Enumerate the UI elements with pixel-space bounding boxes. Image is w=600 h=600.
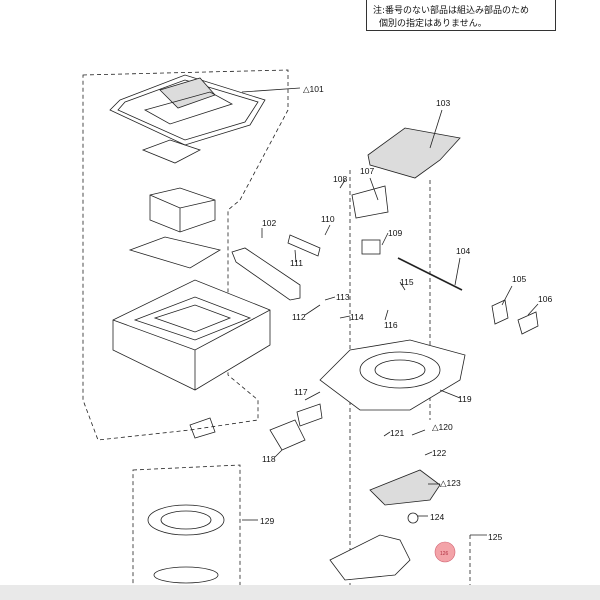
callout-129: 129 bbox=[260, 516, 274, 526]
callout-125: 125 bbox=[488, 532, 502, 542]
callout-111: 111 bbox=[290, 258, 303, 268]
callout-107: 107 bbox=[360, 166, 374, 176]
callout-106: 106 bbox=[538, 294, 552, 304]
callout-104: 104 bbox=[456, 246, 470, 256]
part-125-shape bbox=[329, 534, 411, 581]
callout-108: 108 bbox=[333, 174, 347, 184]
callout-113: 113 bbox=[336, 292, 350, 302]
rod-part bbox=[397, 257, 463, 291]
control-board-part bbox=[149, 187, 216, 233]
housing-part bbox=[112, 279, 271, 391]
part-123-shape bbox=[369, 469, 441, 506]
base-ring-part bbox=[147, 504, 225, 584]
callout-114: 114 bbox=[350, 312, 364, 322]
upper-unit-group-frame bbox=[82, 69, 289, 441]
callout-118: 118 bbox=[262, 454, 276, 464]
heater-pad-part bbox=[367, 127, 461, 179]
callout-101: △101 bbox=[303, 84, 324, 94]
part-109-shape bbox=[361, 239, 381, 255]
part-118-shape bbox=[269, 419, 306, 451]
main-base-part bbox=[319, 339, 466, 411]
red-stamp-mark bbox=[434, 541, 456, 563]
part-105-shape bbox=[491, 299, 509, 325]
callout-117: 117 bbox=[294, 387, 308, 397]
top-panel-part bbox=[109, 74, 266, 146]
note-box: 注:番号のない部品は組込み部品のため 個別の指定はありません。 bbox=[366, 0, 556, 31]
part-111-shape bbox=[287, 234, 321, 257]
callout-124: 124 bbox=[430, 512, 444, 522]
callout-126: 126 bbox=[440, 551, 449, 557]
callout-122: 122 bbox=[432, 448, 446, 458]
callout-115: 115 bbox=[400, 277, 414, 287]
callout-120: △120 bbox=[432, 422, 453, 432]
note-line-1: 注:番号のない部品は組込み部品のため bbox=[373, 6, 530, 16]
note-line-2: 個別の指定はありません。 bbox=[379, 19, 487, 29]
part-106-shape bbox=[517, 311, 539, 335]
side-cover-part bbox=[231, 247, 301, 301]
callout-112: 112 bbox=[292, 312, 306, 322]
callout-109: 109 bbox=[388, 228, 402, 238]
callout-121: 121 bbox=[390, 428, 404, 438]
part-124-shape bbox=[407, 512, 419, 524]
callout-102: 102 bbox=[262, 218, 276, 228]
callout-123: △123 bbox=[440, 478, 461, 488]
board-gasket-part bbox=[128, 236, 222, 269]
callout-103: 103 bbox=[436, 98, 450, 108]
part-108-shape bbox=[351, 185, 389, 219]
bottom-scroll-bar[interactable] bbox=[0, 585, 600, 600]
gasket-part bbox=[141, 139, 202, 164]
part-117-shape bbox=[296, 403, 323, 427]
bracket-part bbox=[189, 417, 216, 439]
callout-119: 119 bbox=[458, 394, 472, 404]
callout-105: 105 bbox=[512, 274, 526, 284]
callout-116: 116 bbox=[384, 320, 398, 330]
callout-110: 110 bbox=[321, 214, 335, 224]
